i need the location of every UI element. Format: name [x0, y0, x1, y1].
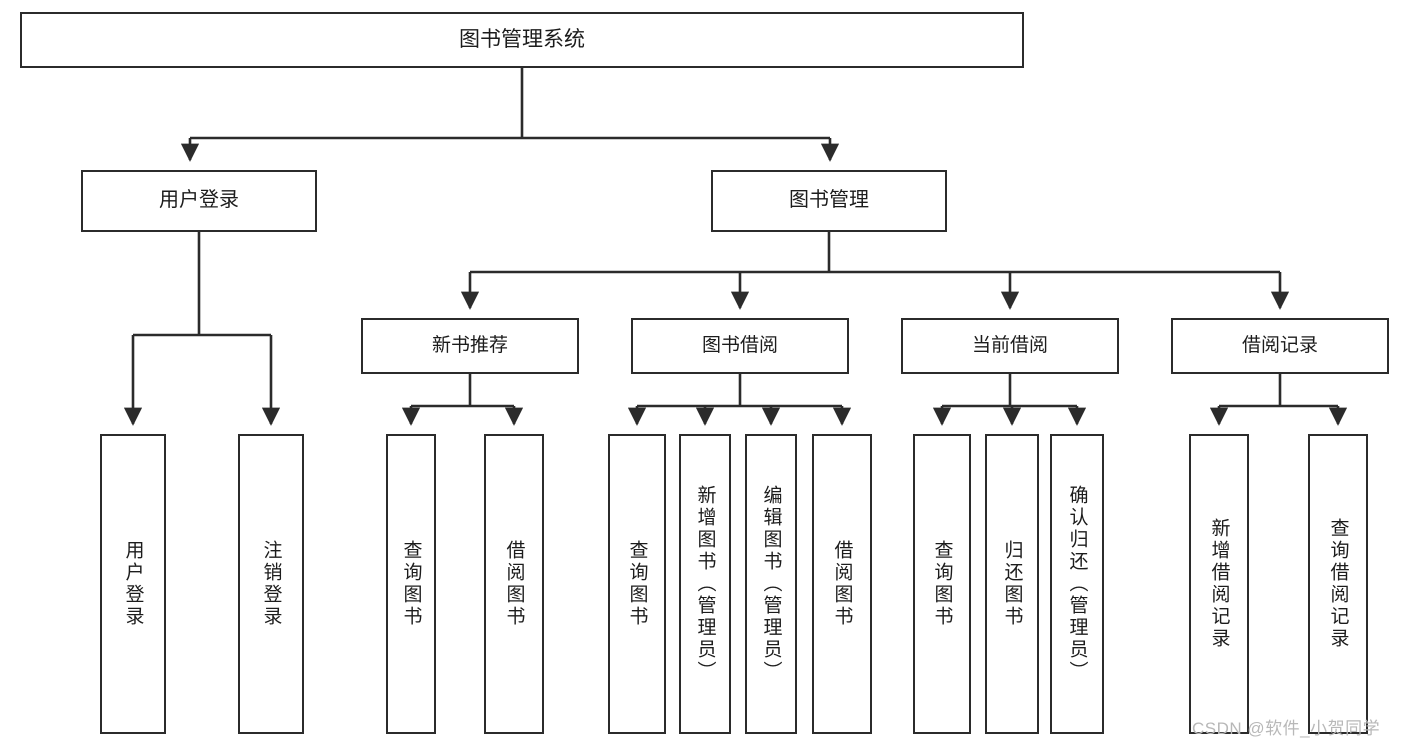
node-leaf-confirm-return-label: 确认归还（管理员）: [1066, 485, 1088, 683]
node-leaf-query-book-3[interactable]: 查询图书: [913, 434, 971, 734]
node-leaf-add-book-label: 新增图书（管理员）: [694, 485, 716, 683]
node-leaf-user-login-label: 用户登录: [122, 540, 144, 628]
node-leaf-add-book[interactable]: 新增图书（管理员）: [679, 434, 731, 734]
node-leaf-query-record[interactable]: 查询借阅记录: [1308, 434, 1368, 734]
node-leaf-query-record-label: 查询借阅记录: [1327, 518, 1349, 650]
node-leaf-edit-book[interactable]: 编辑图书（管理员）: [745, 434, 797, 734]
node-leaf-query-book-1-label: 查询图书: [400, 540, 422, 628]
node-leaf-add-record[interactable]: 新增借阅记录: [1189, 434, 1249, 734]
node-leaf-logout[interactable]: 注销登录: [238, 434, 304, 734]
node-leaf-edit-book-label: 编辑图书（管理员）: [760, 485, 782, 683]
node-new-book-rec-label: 新书推荐: [431, 334, 508, 356]
node-leaf-logout-label: 注销登录: [260, 540, 282, 628]
node-leaf-query-book-1[interactable]: 查询图书: [386, 434, 436, 734]
node-user-login[interactable]: 用户登录: [81, 170, 317, 232]
node-root-label: 图书管理系统: [459, 27, 585, 51]
node-leaf-query-book-2[interactable]: 查询图书: [608, 434, 666, 734]
node-leaf-user-login[interactable]: 用户登录: [100, 434, 166, 734]
node-current-borrow[interactable]: 当前借阅: [901, 318, 1119, 374]
node-leaf-return-book[interactable]: 归还图书: [985, 434, 1039, 734]
node-leaf-query-book-3-label: 查询图书: [931, 540, 953, 628]
node-book-manage[interactable]: 图书管理: [711, 170, 947, 232]
node-leaf-borrow-book-1-label: 借阅图书: [503, 540, 525, 628]
node-leaf-borrow-book-2[interactable]: 借阅图书: [812, 434, 872, 734]
node-leaf-add-record-label: 新增借阅记录: [1208, 518, 1230, 650]
node-leaf-confirm-return[interactable]: 确认归还（管理员）: [1050, 434, 1104, 734]
node-current-borrow-label: 当前借阅: [971, 334, 1048, 356]
node-book-borrow[interactable]: 图书借阅: [631, 318, 849, 374]
watermark-text: CSDN @软件_小贺同学: [1192, 719, 1381, 738]
node-borrow-record[interactable]: 借阅记录: [1171, 318, 1389, 374]
node-new-book-rec[interactable]: 新书推荐: [361, 318, 579, 374]
node-borrow-record-label: 借阅记录: [1241, 334, 1318, 356]
node-leaf-return-book-label: 归还图书: [1001, 540, 1023, 628]
node-book-borrow-label: 图书借阅: [701, 334, 778, 356]
node-user-login-label: 用户登录: [159, 189, 239, 212]
node-leaf-borrow-book-2-label: 借阅图书: [831, 540, 853, 628]
node-book-manage-label: 图书管理: [789, 189, 869, 212]
node-root[interactable]: 图书管理系统: [20, 12, 1024, 68]
node-leaf-query-book-2-label: 查询图书: [626, 540, 648, 628]
node-leaf-borrow-book-1[interactable]: 借阅图书: [484, 434, 544, 734]
